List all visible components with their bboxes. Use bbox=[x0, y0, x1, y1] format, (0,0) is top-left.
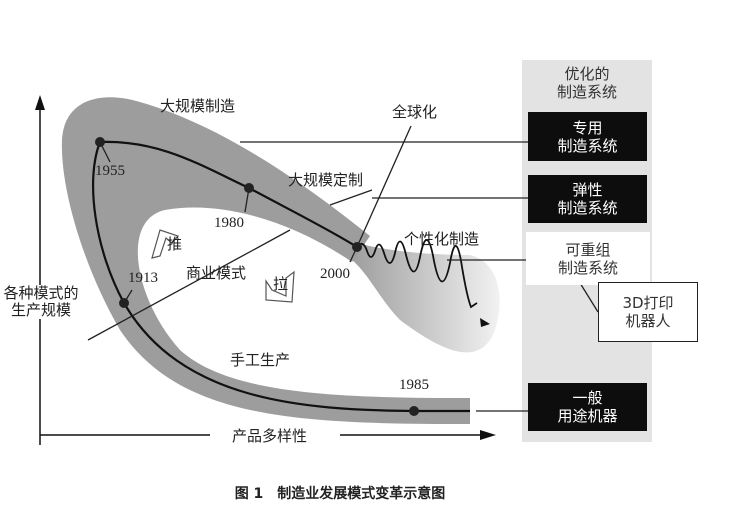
personalization-squiggle bbox=[356, 239, 478, 309]
year-1985: 1985 bbox=[399, 377, 429, 393]
box-line: 用途机器 bbox=[557, 407, 618, 425]
box-line: 弹性 bbox=[572, 181, 603, 199]
panel-header-line: 制造系统 bbox=[556, 83, 617, 101]
x-axis-arrow-icon bbox=[480, 430, 496, 440]
dedicated-system-box: 专用 制造系统 bbox=[528, 112, 647, 161]
figure-caption: 图 1 制造业发展模式变革示意图 bbox=[234, 486, 446, 502]
box-line: 一般 bbox=[572, 389, 603, 407]
flexible-system-box: 弹性 制造系统 bbox=[528, 175, 647, 223]
year-2000: 2000 bbox=[320, 266, 350, 282]
axes bbox=[39, 105, 485, 445]
panel-header: 优化的 制造系统 bbox=[522, 62, 652, 104]
label-mass-customization: 大规模定制 bbox=[288, 171, 364, 189]
label-globalization: 全球化 bbox=[392, 103, 438, 121]
y-axis-arrow-icon bbox=[35, 95, 45, 110]
general-machine-box: 一般 用途机器 bbox=[528, 383, 647, 431]
box-line: 制造系统 bbox=[557, 136, 618, 155]
evolution-band bbox=[61, 97, 471, 425]
reconfigurable-system-box: 可重组 制造系统 bbox=[526, 232, 650, 285]
push-pull-arrows bbox=[151, 229, 295, 303]
year-1955: 1955 bbox=[95, 163, 125, 179]
squiggle-arrowhead bbox=[480, 318, 490, 327]
label-mass-production: 大规模制造 bbox=[160, 97, 236, 115]
box-line: 专用 bbox=[572, 118, 603, 137]
y-axis-label: 各种模式的 生产规模 bbox=[0, 285, 82, 319]
box-line: 机器人 bbox=[625, 312, 671, 330]
label-business-model: 商业模式 bbox=[186, 264, 247, 282]
y-axis-label-line: 各种模式的 bbox=[3, 284, 79, 302]
label-personalized: 个性化制造 bbox=[404, 230, 480, 248]
3d-printing-box: 3D打印 机器人 bbox=[598, 282, 698, 342]
label-craft-production: 手工生产 bbox=[230, 351, 291, 369]
box-line: 制造系统 bbox=[557, 258, 618, 277]
year-1913: 1913 bbox=[128, 270, 158, 286]
label-push: 推 bbox=[167, 235, 183, 253]
personalization-fan bbox=[345, 240, 500, 353]
evolution-trajectory bbox=[92, 140, 470, 413]
y-axis-label-line: 生产规模 bbox=[10, 301, 71, 319]
year-1980: 1980 bbox=[214, 215, 244, 231]
leader-lines bbox=[87, 125, 599, 412]
label-pull: 拉 bbox=[273, 275, 289, 293]
x-axis-label: 产品多样性 bbox=[232, 427, 308, 445]
box-line: 可重组 bbox=[565, 240, 611, 259]
panel-header-line: 优化的 bbox=[564, 65, 610, 83]
box-line: 制造系统 bbox=[557, 199, 618, 217]
box-line: 3D打印 bbox=[622, 294, 674, 312]
